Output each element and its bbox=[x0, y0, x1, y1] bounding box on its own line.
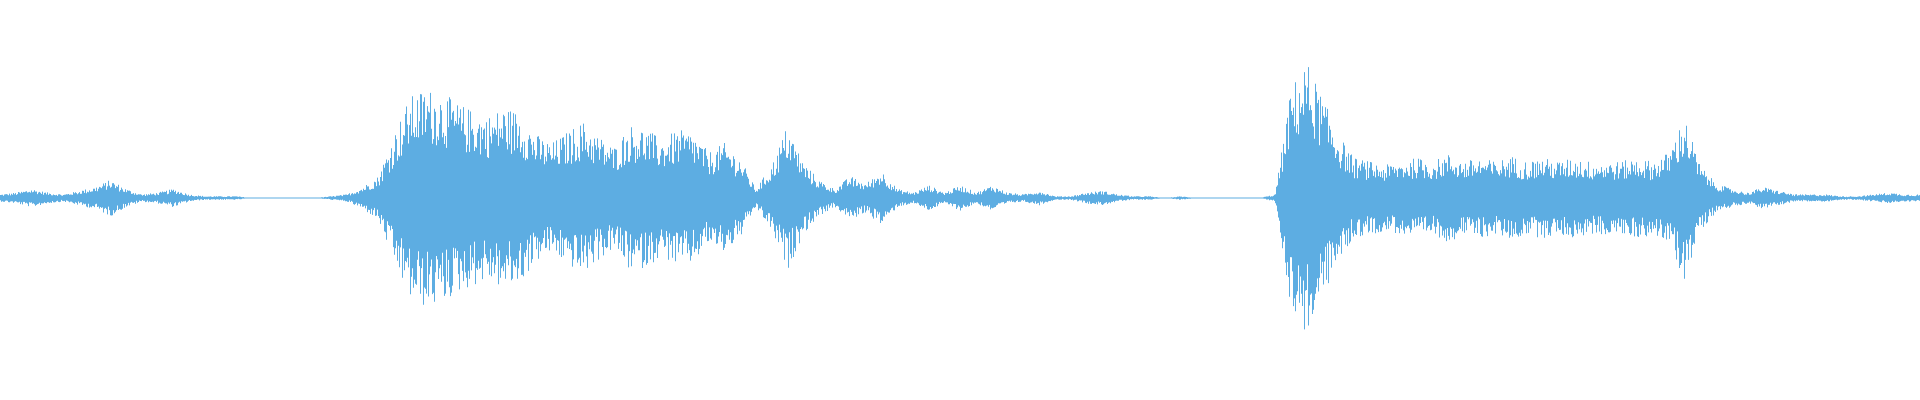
waveform-trace bbox=[0, 67, 1920, 330]
